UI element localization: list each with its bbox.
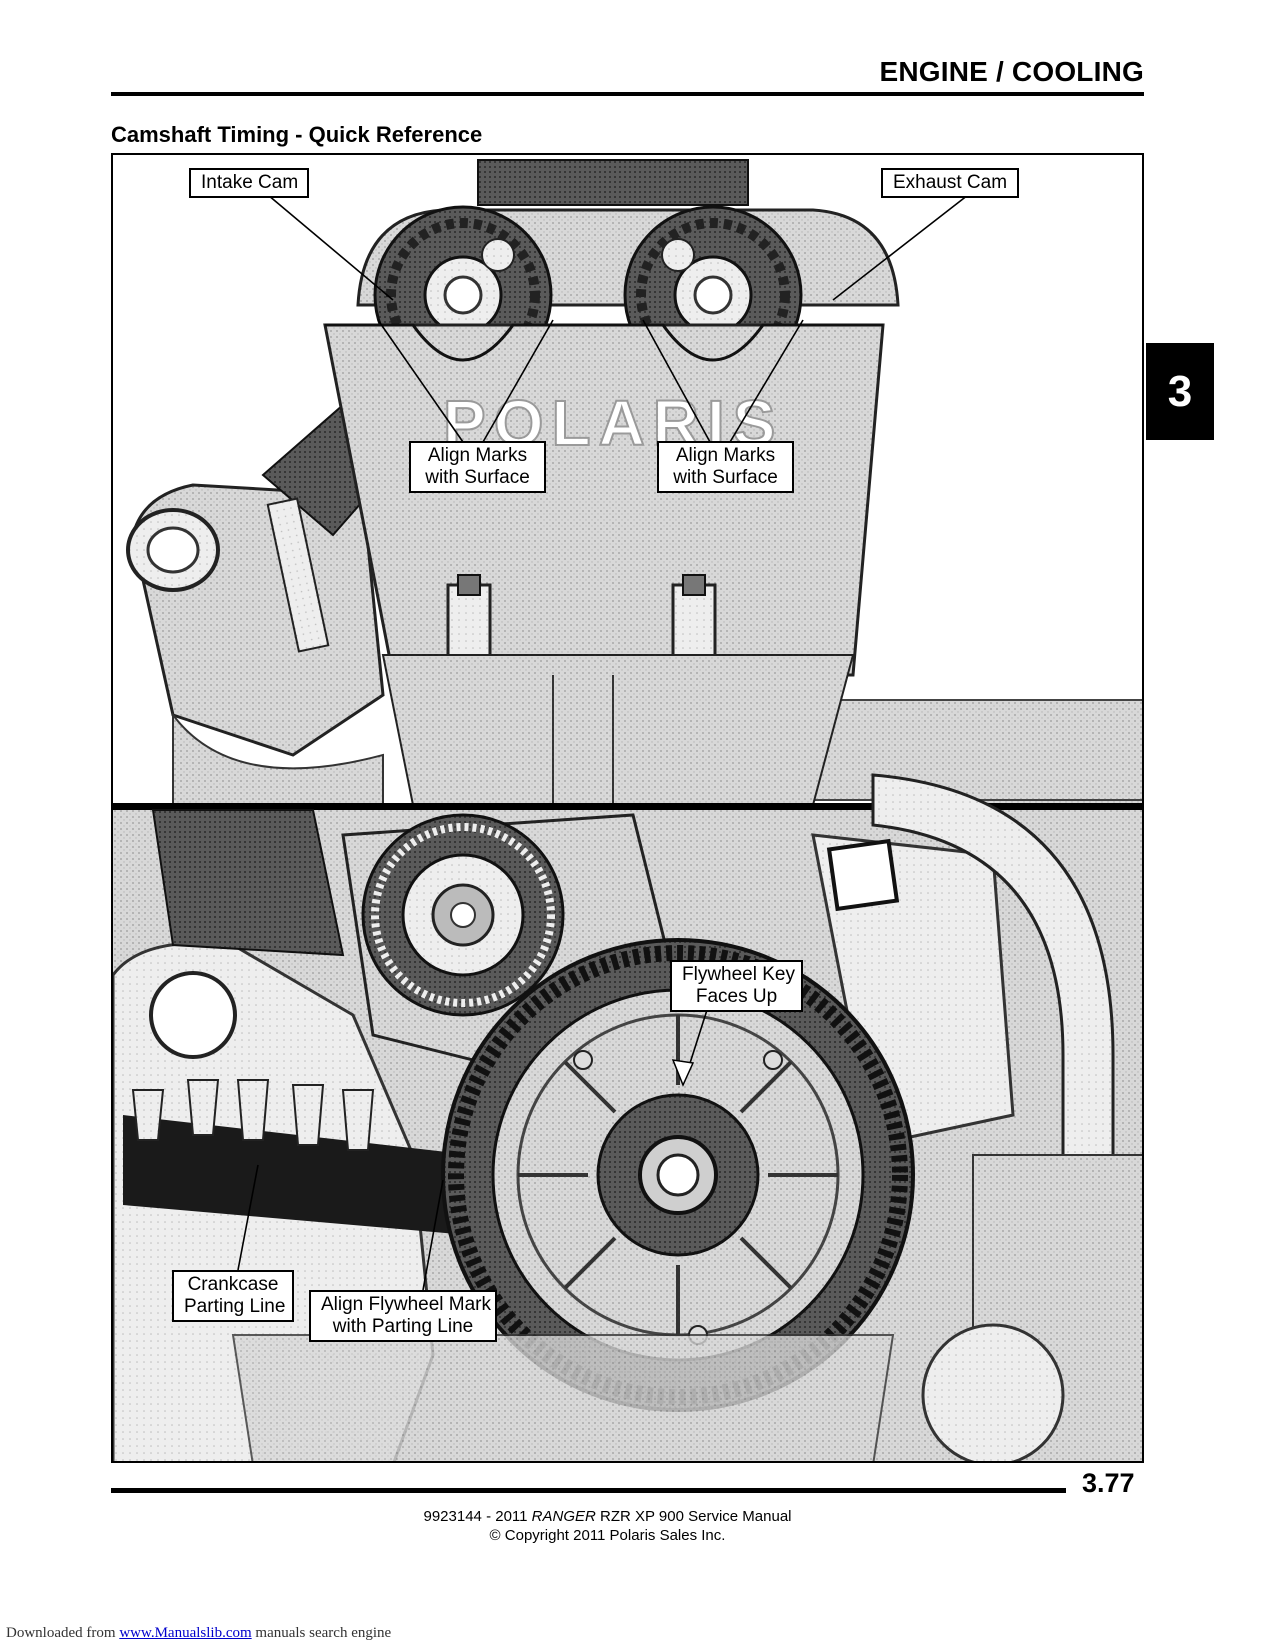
callout-line: Align Marks bbox=[675, 445, 776, 466]
manual-prefix: 9923144 - 2011 bbox=[423, 1508, 532, 1525]
callout-line: with Parting Line bbox=[332, 1316, 474, 1337]
download-note: Downloaded from www.Manualslib.com manua… bbox=[6, 1625, 391, 1642]
download-prefix: Downloaded from bbox=[6, 1625, 120, 1641]
intake-cam-callout: Intake Cam bbox=[189, 168, 309, 198]
manual-suffix: RZR XP 900 Service Manual bbox=[595, 1508, 792, 1525]
section-title: Camshaft Timing - Quick Reference bbox=[111, 122, 483, 147]
callout-line: Parting Line bbox=[184, 1296, 286, 1317]
engine-figure: POLARIS bbox=[111, 153, 1144, 1463]
footer-rule bbox=[111, 1488, 1066, 1493]
callout-line: Faces Up bbox=[695, 986, 778, 1007]
flywheel-icon bbox=[441, 938, 915, 1412]
copyright: © Copyright 2011 Polaris Sales Inc. bbox=[489, 1527, 726, 1544]
callout-line: with Surface bbox=[425, 467, 530, 488]
crankcase-parting-line-callout: Crankcase Parting Line bbox=[172, 1270, 294, 1322]
manual-italic: RANGER bbox=[531, 1508, 596, 1525]
callout-line: with Surface bbox=[673, 467, 778, 488]
callout-line: Align Marks bbox=[427, 445, 528, 466]
callout-leader-lines bbox=[237, 194, 969, 1291]
header-rule bbox=[111, 92, 1144, 96]
callout-line: Flywheel Key bbox=[682, 964, 795, 985]
exhaust-cam-callout: Exhaust Cam bbox=[881, 168, 1019, 198]
page-number: 3.77 bbox=[1082, 1468, 1135, 1498]
chapter-tab[interactable]: 3 bbox=[1146, 343, 1214, 440]
callout-line: Align Flywheel Mark bbox=[321, 1294, 491, 1315]
header-title: ENGINE / COOLING bbox=[879, 56, 1144, 87]
manual-title: 9923144 - 2011 RANGER RZR XP 900 Service… bbox=[0, 1508, 1215, 1525]
align-flywheel-mark-callout: Align Flywheel Mark with Parting Line bbox=[309, 1290, 497, 1342]
align-marks-left-callout: Align Marks with Surface bbox=[409, 441, 546, 493]
download-suffix: manuals search engine bbox=[251, 1625, 392, 1641]
manualslib-link[interactable]: www.Manualslib.com bbox=[119, 1625, 252, 1641]
flywheel-key-callout: Flywheel Key Faces Up bbox=[670, 960, 803, 1012]
callout-line: Crankcase bbox=[187, 1274, 279, 1295]
engine-illustration: POLARIS bbox=[113, 155, 1142, 1461]
align-marks-right-callout: Align Marks with Surface bbox=[657, 441, 794, 493]
